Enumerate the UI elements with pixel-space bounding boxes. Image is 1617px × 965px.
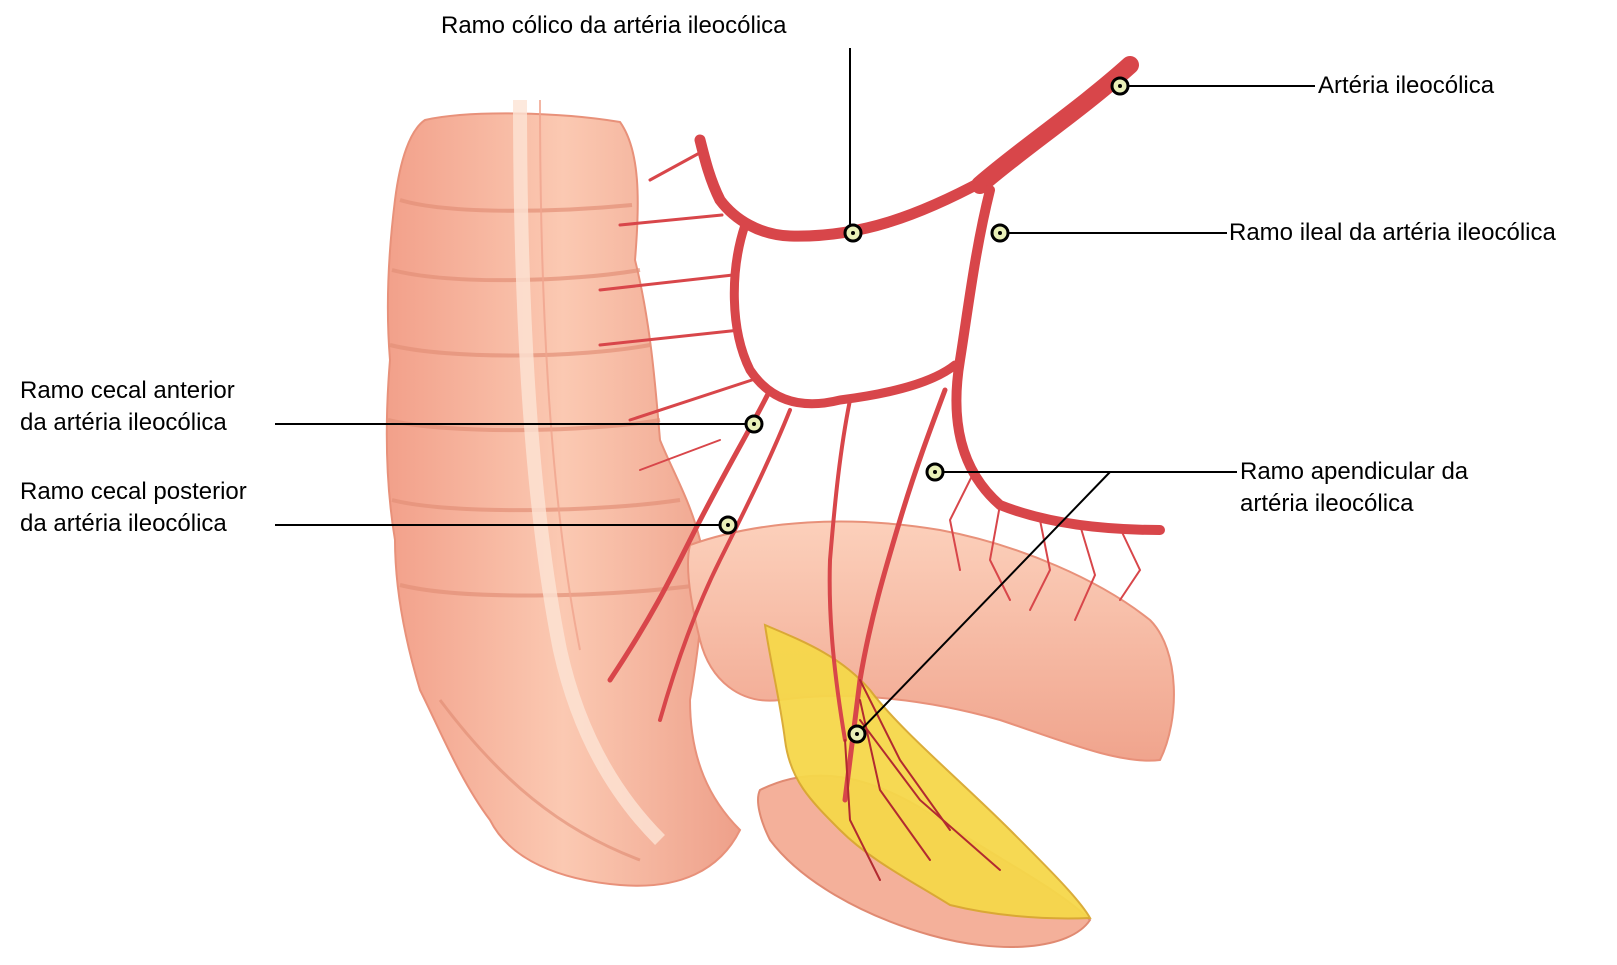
label-appendicular-line1: Ramo apendicular da bbox=[1240, 456, 1468, 488]
marker-ileal-branch bbox=[992, 225, 1008, 241]
marker-appendicular-lower bbox=[849, 726, 865, 742]
label-appendicular-line2: artéria ileocólica bbox=[1240, 488, 1468, 520]
marker-appendicular-upper bbox=[927, 464, 943, 480]
marker-colic-branch bbox=[845, 225, 861, 241]
label-anterior-cecal-line2: da artéria ileocólica bbox=[20, 407, 235, 439]
label-posterior-cecal-line2: da artéria ileocólica bbox=[20, 508, 247, 540]
marker-ileocolic-artery bbox=[1112, 78, 1128, 94]
label-ileocolic-artery-text: Artéria ileocólica bbox=[1318, 70, 1494, 102]
label-ileocolic-artery: Artéria ileocólica bbox=[1318, 70, 1494, 102]
marker-anterior-cecal bbox=[746, 416, 762, 432]
label-posterior-cecal: Ramo cecal posterior da artéria ileocóli… bbox=[20, 476, 247, 540]
label-posterior-cecal-line1: Ramo cecal posterior bbox=[20, 476, 247, 508]
label-colic-branch: Ramo cólico da artéria ileocólica bbox=[441, 10, 787, 42]
label-anterior-cecal: Ramo cecal anterior da artéria ileocólic… bbox=[20, 375, 235, 439]
label-appendicular: Ramo apendicular da artéria ileocólica bbox=[1240, 456, 1468, 520]
label-colic-branch-text: Ramo cólico da artéria ileocólica bbox=[441, 10, 787, 42]
marker-posterior-cecal bbox=[720, 517, 736, 533]
label-anterior-cecal-line1: Ramo cecal anterior bbox=[20, 375, 235, 407]
terminal-ileum bbox=[688, 522, 1174, 761]
label-ileal-branch-text: Ramo ileal da artéria ileocólica bbox=[1229, 217, 1556, 249]
label-ileal-branch: Ramo ileal da artéria ileocólica bbox=[1229, 217, 1556, 249]
